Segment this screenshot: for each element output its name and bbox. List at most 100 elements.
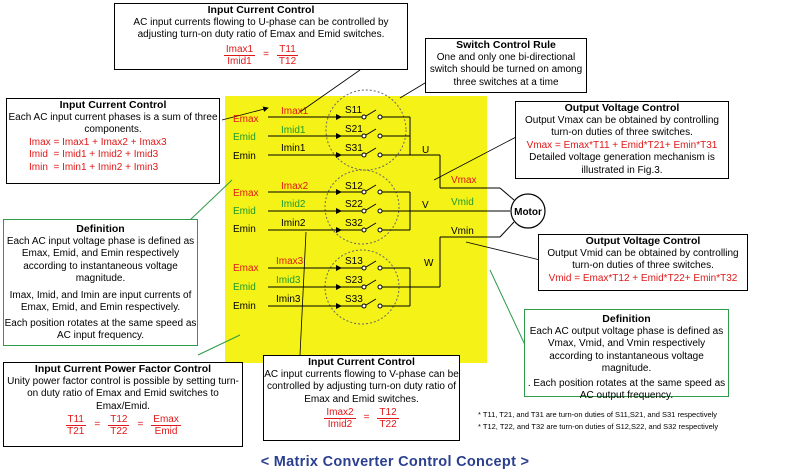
box-title: Input Current Control: [59, 99, 167, 111]
switch-s13: S13: [345, 256, 363, 267]
equals-sign: =: [263, 48, 269, 60]
label-imid3: Imid3: [276, 275, 301, 286]
label-emid-3: Emid: [233, 282, 256, 293]
motor-label: Motor: [514, 207, 542, 218]
label-imid1: Imid1: [281, 125, 306, 136]
definition-paragraph-2: Imax, Imid, and Imin are input currents …: [9, 289, 192, 314]
switch-contact: [361, 265, 367, 271]
switch-s22: S22: [345, 199, 363, 210]
frac-den: Imid2: [327, 419, 353, 430]
box-title: Output Voltage Control: [585, 235, 701, 247]
box-title: Definition: [602, 313, 651, 325]
switch-contact: [377, 152, 383, 158]
switch-s11: S11: [345, 105, 362, 116]
box-body-detail: Detailed voltage generation mechanism is…: [529, 152, 715, 176]
frac-num: Imax1: [223, 43, 256, 56]
switch-blade: [365, 128, 377, 136]
label-imid2: Imid2: [281, 199, 306, 210]
box-title: Definition: [76, 223, 125, 235]
label-emin-1: Emin: [233, 151, 256, 162]
equation-imid: Imid = Imid1 + Imid2 + Imid3: [29, 149, 159, 160]
label-emin-3: Emin: [233, 301, 256, 312]
definition-output-box: Definition Each AC output voltage phase …: [524, 309, 729, 401]
input-current-control-v-box: Input Current Control AC input currents …: [263, 355, 460, 441]
switch-contact: [361, 284, 367, 290]
switch-s23: S23: [345, 275, 363, 286]
definition-paragraph-3: Each position rotates at the same speed …: [4, 317, 197, 342]
frac-num: T12: [377, 407, 399, 419]
label-emax-1: Emax: [233, 114, 259, 125]
switch-contact: [377, 114, 383, 120]
frac-den: T22: [379, 419, 397, 430]
label-imax3: Imax3: [276, 256, 304, 267]
switch-contact: [361, 133, 367, 139]
box-title: Switch Control Rule: [456, 39, 556, 51]
equals-sign: =: [363, 412, 370, 424]
switch-s31: S31: [345, 143, 363, 154]
box-body: Output Vmid can be obtained by controlli…: [547, 247, 739, 272]
switch-contact: [377, 189, 383, 195]
frac-num: Imax2: [324, 407, 356, 419]
frac-den: T12: [278, 55, 297, 67]
switch-contact: [361, 189, 367, 195]
output-u: U: [422, 145, 429, 156]
switch-contact: [377, 208, 383, 214]
box-title: Input Current Control: [207, 4, 315, 16]
footnote-2: * T12, T22, and T32 are turn-on duties o…: [478, 422, 719, 431]
label-emax-2: Emax: [233, 188, 259, 199]
equals-sign: =: [137, 419, 144, 431]
switch-group-ring-u: [325, 89, 407, 171]
switch-s21: S21: [345, 124, 363, 135]
box-body: One and only one bi-directional switch s…: [429, 51, 583, 88]
switch-control-rule-box: Switch Control Rule One and only one bi-…: [425, 38, 587, 93]
label-imin1: Imin1: [281, 143, 306, 154]
equation-imax: Imax = Imax1 + Imax2 + Imax3: [29, 136, 167, 148]
switch-s32: S32: [345, 218, 363, 229]
definition-input-box: Definition Each AC input voltage phase i…: [3, 219, 198, 346]
switch-contact: [377, 227, 383, 233]
output-voltage-vmid-box: Output Voltage Control Output Vmid can b…: [538, 234, 748, 291]
switch-contact: [377, 265, 383, 271]
switch-blade: [365, 222, 377, 230]
frac-den: T22: [110, 426, 128, 437]
input-current-sum-box: Input Current Control Each AC input curr…: [6, 98, 220, 184]
out-w: [499, 221, 515, 238]
equation-vmax: Vmax = Emax*T11 + Emid*T21+ Emin*T31: [526, 139, 718, 151]
box-body: Each AC input current phases is a sum of…: [8, 111, 218, 136]
switch-contact: [377, 284, 383, 290]
box-body: Output Vmax can be obtained by controlli…: [524, 114, 719, 139]
box-body: AC input currents flowing to U-phase can…: [133, 16, 389, 41]
definition-paragraph-1: Each AC output voltage phase is defined …: [529, 325, 724, 375]
output-vmin: Vmin: [451, 226, 474, 237]
box-title: Output Voltage Control: [564, 102, 680, 114]
label-emid-2: Emid: [233, 206, 256, 217]
box-body: AC input currents flowing to V-phase can…: [264, 368, 459, 405]
switch-blade: [365, 147, 377, 155]
label-emin-2: Emin: [233, 224, 256, 235]
switch-blade: [365, 298, 377, 306]
switch-s12: S12: [345, 181, 363, 192]
frac-den: Imid1: [227, 55, 252, 67]
switch-contact: [361, 114, 367, 120]
label-imin3: Imin3: [276, 294, 301, 305]
box-body: Unity power factor control is possible b…: [7, 375, 239, 412]
figure-caption: < Matrix Converter Control Concept >: [260, 454, 530, 470]
box-title: Input Current Power Factor Control: [34, 363, 212, 375]
label-emax-3: Emax: [233, 263, 259, 274]
switch-blade: [365, 184, 377, 192]
switch-s33: S33: [345, 294, 363, 305]
definition-paragraph-2: . Each position rotates at the same spee…: [527, 377, 726, 402]
label-emid-1: Emid: [233, 132, 256, 143]
switch-contact: [361, 208, 367, 214]
input-current-control-u-box: Input Current Control AC input currents …: [114, 3, 408, 70]
label-imax1: Imax1: [281, 106, 309, 117]
definition-paragraph-1: Each AC input voltage phase is defined a…: [6, 235, 195, 285]
label-imax2: Imax2: [281, 181, 309, 192]
output-v: V: [422, 200, 429, 211]
equals-sign: =: [94, 419, 101, 431]
power-factor-control-box: Input Current Power Factor Control Unity…: [3, 362, 243, 447]
switch-contact: [361, 303, 367, 309]
output-vmid: Vmid: [451, 197, 474, 208]
switch-blade: [365, 109, 377, 117]
